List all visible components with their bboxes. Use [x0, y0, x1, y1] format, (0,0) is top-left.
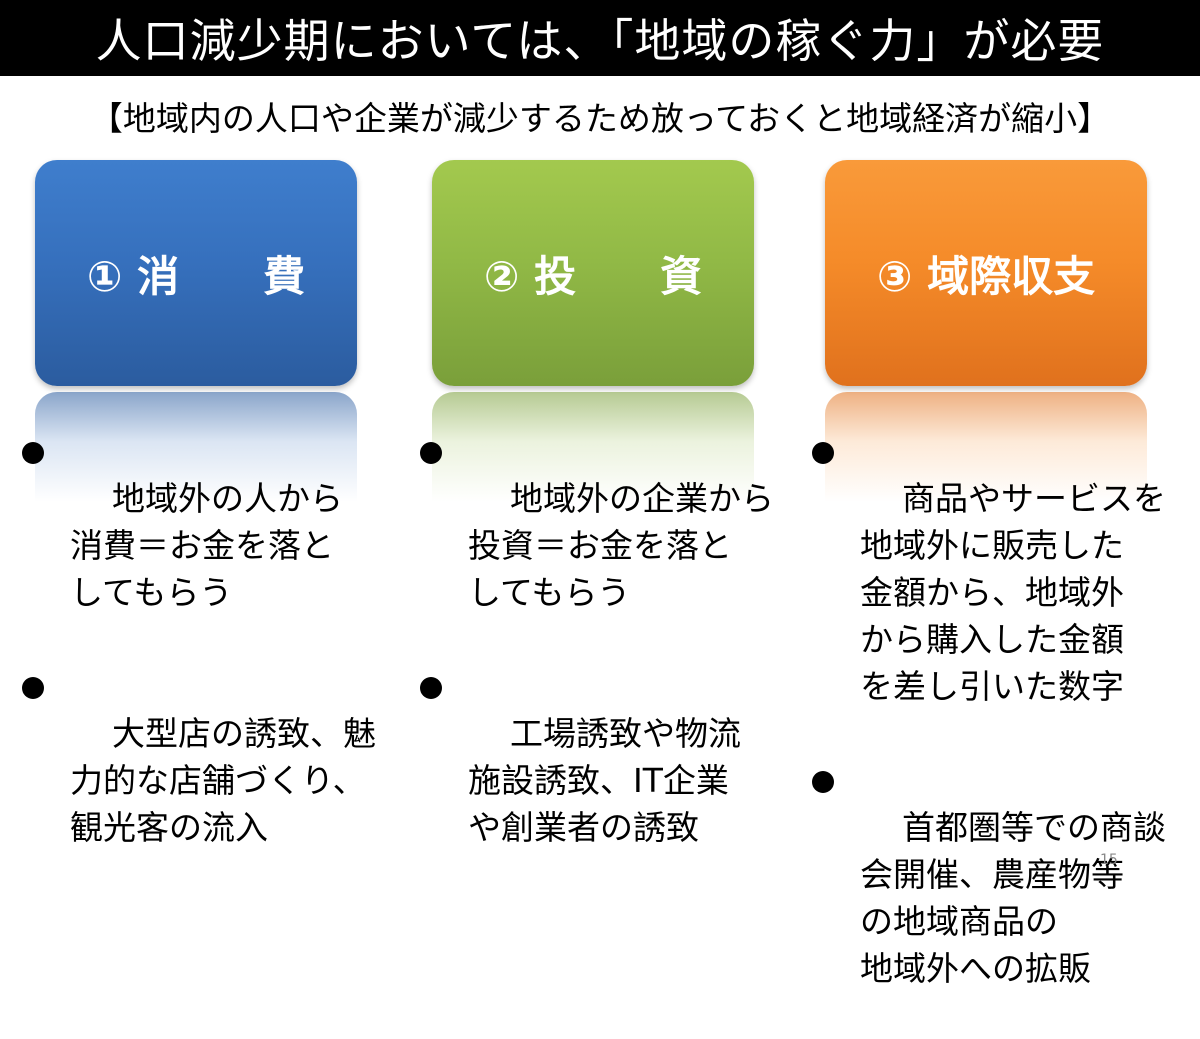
- bullet-icon: [420, 442, 442, 464]
- list-item: 大型店の誘致、魅 力的な店舗づくり、 観光客の流入: [22, 663, 392, 898]
- slide-subtitle: 【地域内の人口や企業が減少するため放っておくと地域経済が縮小】: [89, 99, 1111, 138]
- page-number: 15: [1100, 852, 1118, 868]
- bullet-text: 工場誘致や物流 施設誘致、IT企業 や創業者の誘致: [468, 714, 741, 847]
- list-item: 地域外の企業から 投資＝お金を落と してもらう: [420, 428, 800, 663]
- category-box-investment: ② 投 資: [432, 160, 754, 386]
- bullet-text: 商品やサービスを 地域外に販売した 金額から、地域外 から購入した金額 を差し引…: [860, 479, 1166, 706]
- bullet-icon: [22, 442, 44, 464]
- bullet-icon: [812, 771, 834, 793]
- list-item: 商品やサービスを 地域外に販売した 金額から、地域外 から購入した金額 を差し引…: [812, 428, 1192, 757]
- bullet-list-trade-balance: 商品やサービスを 地域外に販売した 金額から、地域外 から購入した金額 を差し引…: [812, 428, 1192, 1039]
- box-reflection: [432, 392, 754, 502]
- bullet-text: 地域外の企業から 投資＝お金を落と してもらう: [468, 479, 774, 612]
- bullet-text: 地域外の人から 消費＝お金を落と してもらう: [70, 479, 343, 612]
- bullet-icon: [812, 442, 834, 464]
- list-item: 地域外の人から 消費＝お金を落と してもらう: [22, 428, 392, 663]
- bullet-icon: [420, 677, 442, 699]
- category-box-trade-balance: ③ 域際収支: [825, 160, 1147, 386]
- bullet-text: 大型店の誘致、魅 力的な店舗づくり、 観光客の流入: [70, 714, 376, 847]
- bullet-icon: [22, 677, 44, 699]
- list-item: 工場誘致や物流 施設誘致、IT企業 や創業者の誘致: [420, 663, 800, 898]
- slide-title: 人口減少期においては、「地域の稼ぐ力」が必要: [0, 0, 1200, 76]
- bullet-list-consumption: 地域外の人から 消費＝お金を落と してもらう 大型店の誘致、魅 力的な店舗づくり…: [22, 428, 392, 898]
- bullet-list-investment: 地域外の企業から 投資＝お金を落と してもらう 工場誘致や物流 施設誘致、IT企…: [420, 428, 800, 898]
- bullet-text: 首都圏等での商談 会開催、農産物等 の地域商品の 地域外への拡販: [860, 808, 1166, 988]
- box-reflection: [35, 392, 357, 502]
- list-item: 首都圏等での商談 会開催、農産物等 の地域商品の 地域外への拡販: [812, 757, 1192, 1039]
- category-box-consumption: ① 消 費: [35, 160, 357, 386]
- box-reflection: [825, 392, 1147, 502]
